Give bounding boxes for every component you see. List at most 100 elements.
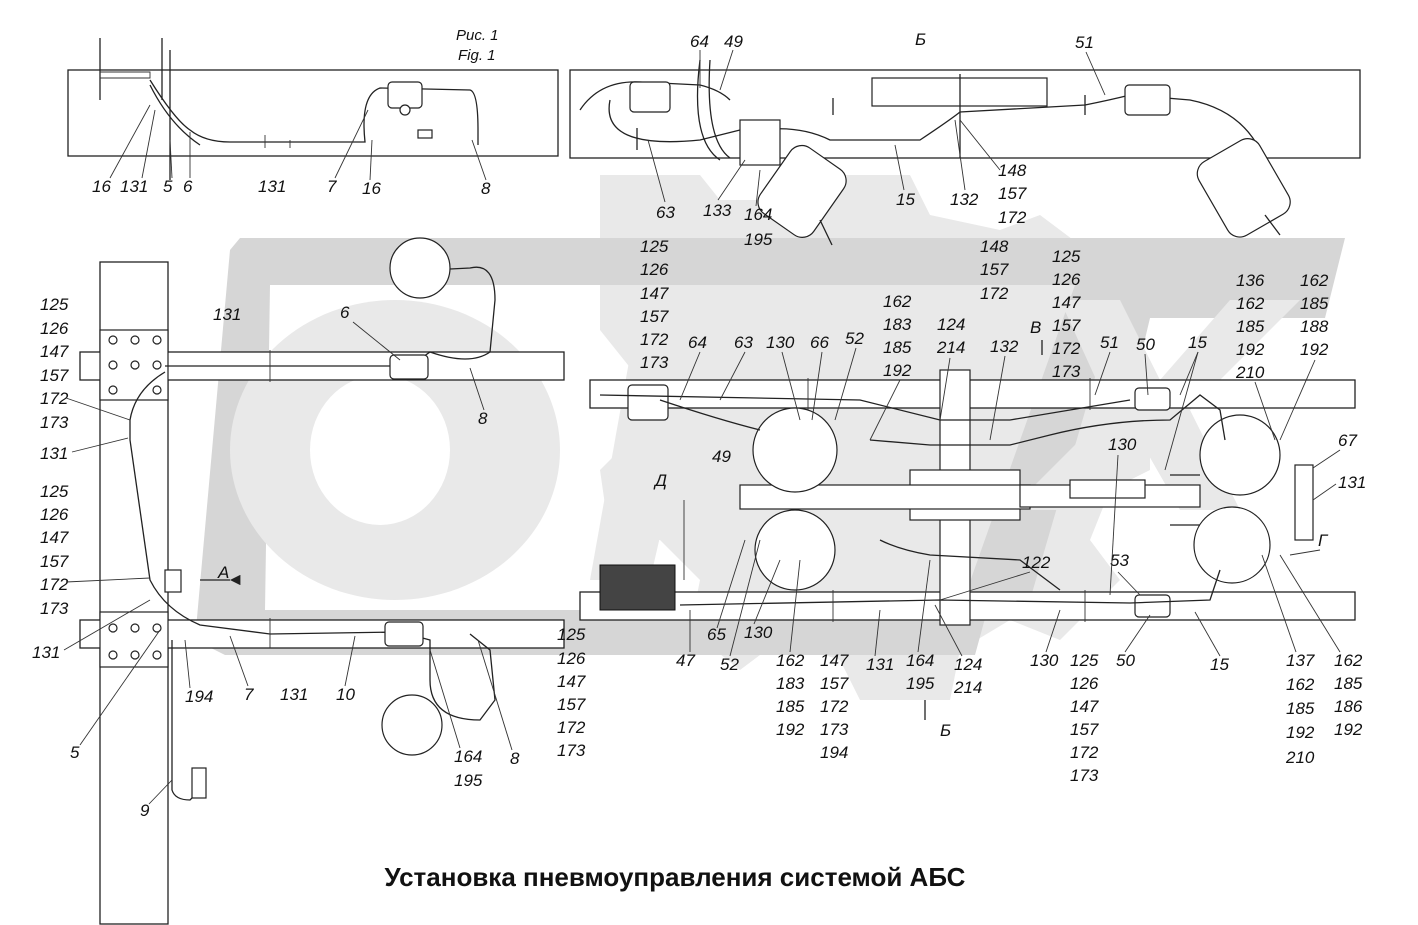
part-label: 147 — [1070, 697, 1099, 716]
view-top-left — [67, 38, 559, 180]
part-label: 210 — [1285, 748, 1315, 767]
part-label: 173 — [1052, 362, 1081, 381]
brake-chamber-tr1 — [757, 144, 847, 238]
part-label: 125 — [40, 295, 69, 314]
part-label: 125 — [557, 625, 586, 644]
part-label: 10 — [336, 685, 355, 704]
part-label: 131 — [866, 655, 894, 674]
part-label: 147 — [1052, 293, 1081, 312]
part-label: 6 — [340, 303, 350, 322]
part-label: 157 — [1052, 316, 1081, 335]
part-label: 157 — [820, 674, 849, 693]
part-label: 130 — [1108, 435, 1137, 454]
part-label: 192 — [1300, 340, 1329, 359]
part-label: 133 — [703, 201, 732, 220]
watermark-o-inner — [310, 375, 450, 525]
fig-label-ru: Рис. 1 — [456, 27, 499, 44]
brake-chamber-main-1 — [752, 407, 838, 493]
part-label: 126 — [1070, 674, 1099, 693]
part-label: 131 — [32, 643, 60, 662]
part-label: 173 — [557, 741, 586, 760]
part-label: 172 — [998, 208, 1027, 227]
part-label: 131 — [1338, 473, 1366, 492]
part-label: 131 — [120, 177, 148, 196]
part-label: 172 — [1070, 743, 1099, 762]
part-label: 148 — [998, 161, 1027, 180]
part-label: 195 — [906, 674, 935, 693]
part-label: 157 — [40, 552, 69, 571]
view-label-b-bottom: Б — [940, 721, 951, 740]
modulator-valve-m1 — [627, 384, 669, 421]
part-label: 192 — [1236, 340, 1265, 359]
sensor-connector-l — [164, 569, 182, 593]
part-label: 210 — [1235, 363, 1265, 382]
part-label: 147 — [640, 284, 669, 303]
diagram-caption: Установка пневмоуправления системой АБС — [384, 862, 966, 892]
brake-chamber-main-4 — [1193, 506, 1271, 584]
hose-130-main — [1069, 479, 1146, 499]
part-label: 183 — [883, 315, 912, 334]
part-label: 185 — [1286, 699, 1315, 718]
part-label: 8 — [481, 179, 491, 198]
part-label: 64 — [688, 333, 707, 352]
part-label: 53 — [1110, 551, 1129, 570]
part-label: 173 — [820, 720, 849, 739]
part-label: 136 — [1236, 271, 1265, 290]
modulator-valve-m3 — [1134, 594, 1171, 618]
part-label: 47 — [676, 651, 695, 670]
part-label: 130 — [1030, 651, 1059, 670]
brake-chamber-left-lower — [381, 694, 443, 756]
part-label: 192 — [1334, 720, 1363, 739]
modulator-valve-tr1 — [629, 81, 671, 113]
part-label: 186 — [1334, 697, 1363, 716]
watermark — [195, 175, 1345, 700]
part-label: 50 — [1116, 651, 1135, 670]
view-label-a: А — [217, 563, 229, 582]
part-label: 7 — [327, 177, 337, 196]
part-label: 172 — [980, 284, 1009, 303]
part-label: 126 — [557, 649, 586, 668]
part-label: 157 — [1070, 720, 1099, 739]
part-label: 172 — [1052, 339, 1081, 358]
part-label: 50 — [1136, 335, 1155, 354]
part-label: 185 — [1300, 294, 1329, 313]
part-label: 148 — [980, 237, 1009, 256]
part-label: 132 — [950, 190, 979, 209]
part-label: 157 — [40, 366, 69, 385]
part-label: 194 — [185, 687, 213, 706]
part-label: 164 — [906, 651, 934, 670]
drain-valve-9 — [191, 767, 207, 799]
part-label: 125 — [1070, 651, 1099, 670]
part-label: 172 — [820, 697, 849, 716]
part-label: 130 — [744, 623, 773, 642]
part-label: 63 — [656, 203, 675, 222]
part-label: 126 — [640, 260, 669, 279]
part-label: 172 — [40, 389, 69, 408]
part-label: 194 — [820, 743, 848, 762]
part-label: 125 — [640, 237, 669, 256]
part-label: 6 — [183, 177, 193, 196]
part-label: 16 — [92, 177, 111, 196]
part-label: 183 — [776, 674, 805, 693]
part-label: 195 — [454, 771, 483, 790]
part-label: 162 — [883, 292, 912, 311]
part-label: 172 — [557, 718, 586, 737]
part-label: 66 — [810, 333, 829, 352]
part-label: 15 — [1188, 333, 1207, 352]
part-label: 173 — [40, 413, 69, 432]
part-label: 185 — [883, 338, 912, 357]
part-label: 8 — [510, 749, 520, 768]
view-label-g: Г — [1318, 531, 1329, 550]
part-label: 131 — [280, 685, 308, 704]
valve-block-133 — [739, 119, 781, 166]
part-label: 173 — [640, 353, 669, 372]
part-label: 173 — [1070, 766, 1099, 785]
part-label: 130 — [766, 333, 795, 352]
part-label: 125 — [1052, 247, 1081, 266]
part-label: 162 — [1286, 675, 1315, 694]
brake-chamber-main-3 — [1199, 414, 1281, 496]
fig-label-en: Fig. 1 — [458, 47, 496, 64]
part-label: 124 — [937, 315, 965, 334]
part-label: 162 — [1334, 651, 1363, 670]
view-main-plan — [579, 340, 1356, 720]
